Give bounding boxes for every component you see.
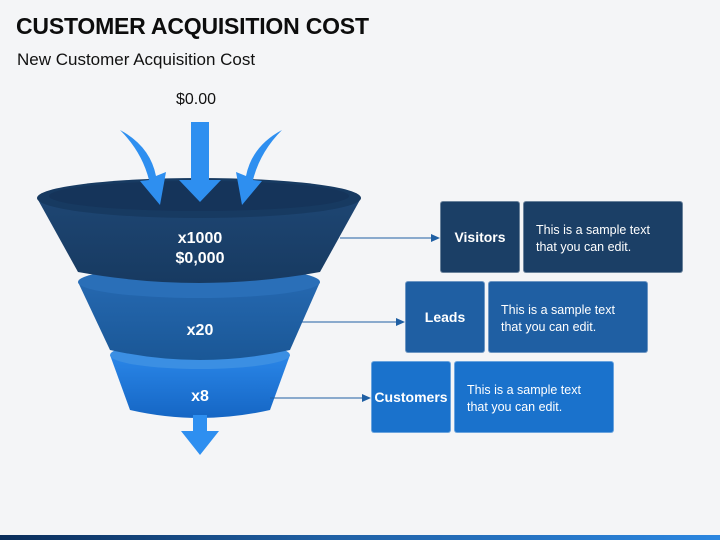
- funnel-tier-2-line1: x20: [186, 322, 214, 339]
- input-arrow-right-icon: [236, 130, 282, 205]
- output-arrow-icon: [181, 415, 219, 455]
- funnel-input-value: $0.00: [176, 91, 217, 108]
- funnel-tier-3-text: x8: [150, 387, 250, 407]
- funnel-tier-1-line1: x1000: [177, 230, 223, 247]
- footer-bar: [0, 535, 720, 540]
- stage-desc-leads: This is a sample text that you can edit.: [488, 281, 648, 353]
- page-subtitle: New Customer Acquisition Cost: [17, 50, 256, 69]
- input-arrow-center-icon: [179, 122, 221, 202]
- input-arrow-left-icon: [120, 130, 166, 205]
- stage-label-customers: Customers: [371, 361, 451, 433]
- stage-desc-customers: This is a sample text that you can edit.: [454, 361, 614, 433]
- connector-customers: [270, 394, 371, 402]
- stage-label-visitors: Visitors: [440, 201, 520, 273]
- funnel-tier-3-line1: x8: [191, 388, 209, 405]
- funnel-tier-1-line2: $0,000: [175, 250, 225, 267]
- connector-leads: [300, 318, 405, 326]
- stage-desc-visitors: This is a sample text that you can edit.: [523, 201, 683, 273]
- funnel-tier-1-text: x1000 $0,000: [150, 229, 250, 269]
- connector-visitors: [340, 234, 440, 242]
- page-title: CUSTOMER ACQUISITION COST: [16, 13, 369, 39]
- stage-label-leads: Leads: [405, 281, 485, 353]
- funnel-tier-2-text: x20: [150, 321, 250, 341]
